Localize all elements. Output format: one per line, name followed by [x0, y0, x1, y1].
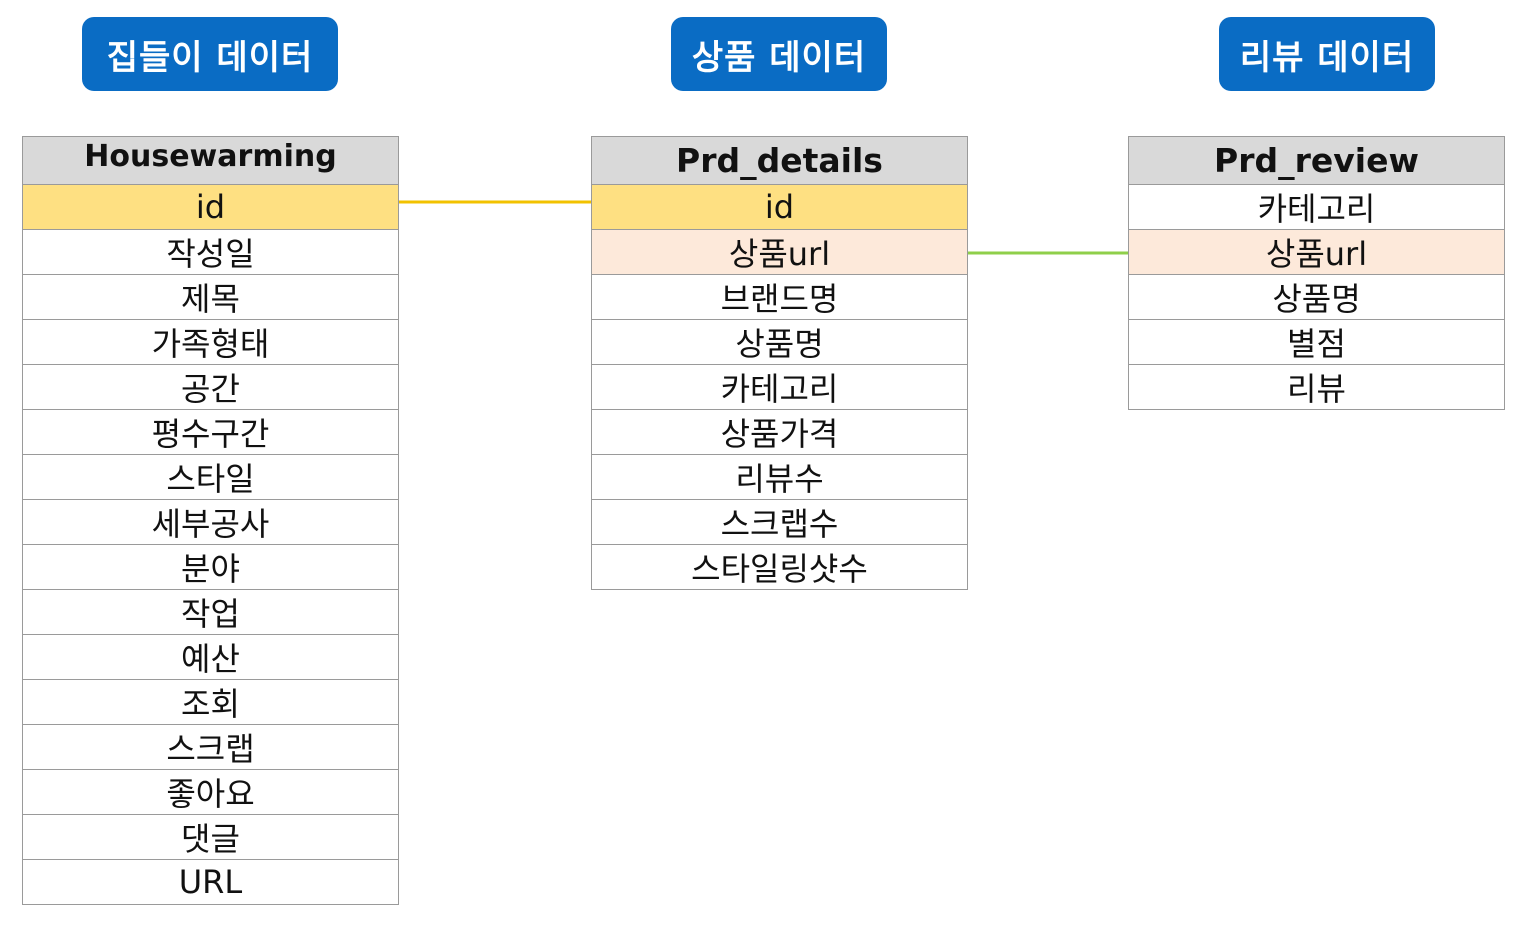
table-row: 스크랩수	[592, 500, 968, 545]
table-row: 댓글	[23, 815, 399, 860]
table-row: 상품명	[1129, 275, 1505, 320]
table-row: 공간	[23, 365, 399, 410]
table-row: 좋아요	[23, 770, 399, 815]
table-row: 세부공사	[23, 500, 399, 545]
table-row-product-url: 상품url	[592, 230, 968, 275]
product-data-tag: 상품 데이터	[671, 17, 887, 91]
table-row: 작업	[23, 590, 399, 635]
table-header: Prd_review	[1129, 137, 1505, 185]
table-row: 상품명	[592, 320, 968, 365]
table-row: 스크랩	[23, 725, 399, 770]
housewarming-table: Housewarming id 작성일 제목 가족형태 공간 평수구간 스타일 …	[22, 136, 399, 905]
prd-review-table: Prd_review 카테고리 상품url 상품명 별점 리뷰	[1128, 136, 1505, 410]
table-row: 브랜드명	[592, 275, 968, 320]
prd-details-table: Prd_details id 상품url 브랜드명 상품명 카테고리 상품가격 …	[591, 136, 968, 590]
table-row-product-url: 상품url	[1129, 230, 1505, 275]
table-row: 리뷰	[1129, 365, 1505, 410]
review-data-tag: 리뷰 데이터	[1219, 17, 1435, 91]
table-row: 스타일링샷수	[592, 545, 968, 590]
table-row: 스타일	[23, 455, 399, 500]
table-row: 별점	[1129, 320, 1505, 365]
table-row: URL	[23, 860, 399, 905]
table-row: 카테고리	[592, 365, 968, 410]
table-header: Prd_details	[592, 137, 968, 185]
table-row-id: id	[23, 185, 399, 230]
table-row: 조회	[23, 680, 399, 725]
table-row: 카테고리	[1129, 185, 1505, 230]
table-row: 평수구간	[23, 410, 399, 455]
housewarming-data-tag: 집들이 데이터	[82, 17, 338, 91]
table-row: 작성일	[23, 230, 399, 275]
table-row: 가족형태	[23, 320, 399, 365]
table-row: 예산	[23, 635, 399, 680]
table-row-id: id	[592, 185, 968, 230]
table-row: 상품가격	[592, 410, 968, 455]
table-row: 리뷰수	[592, 455, 968, 500]
table-row: 분야	[23, 545, 399, 590]
table-row: 제목	[23, 275, 399, 320]
table-header: Housewarming	[23, 137, 399, 185]
